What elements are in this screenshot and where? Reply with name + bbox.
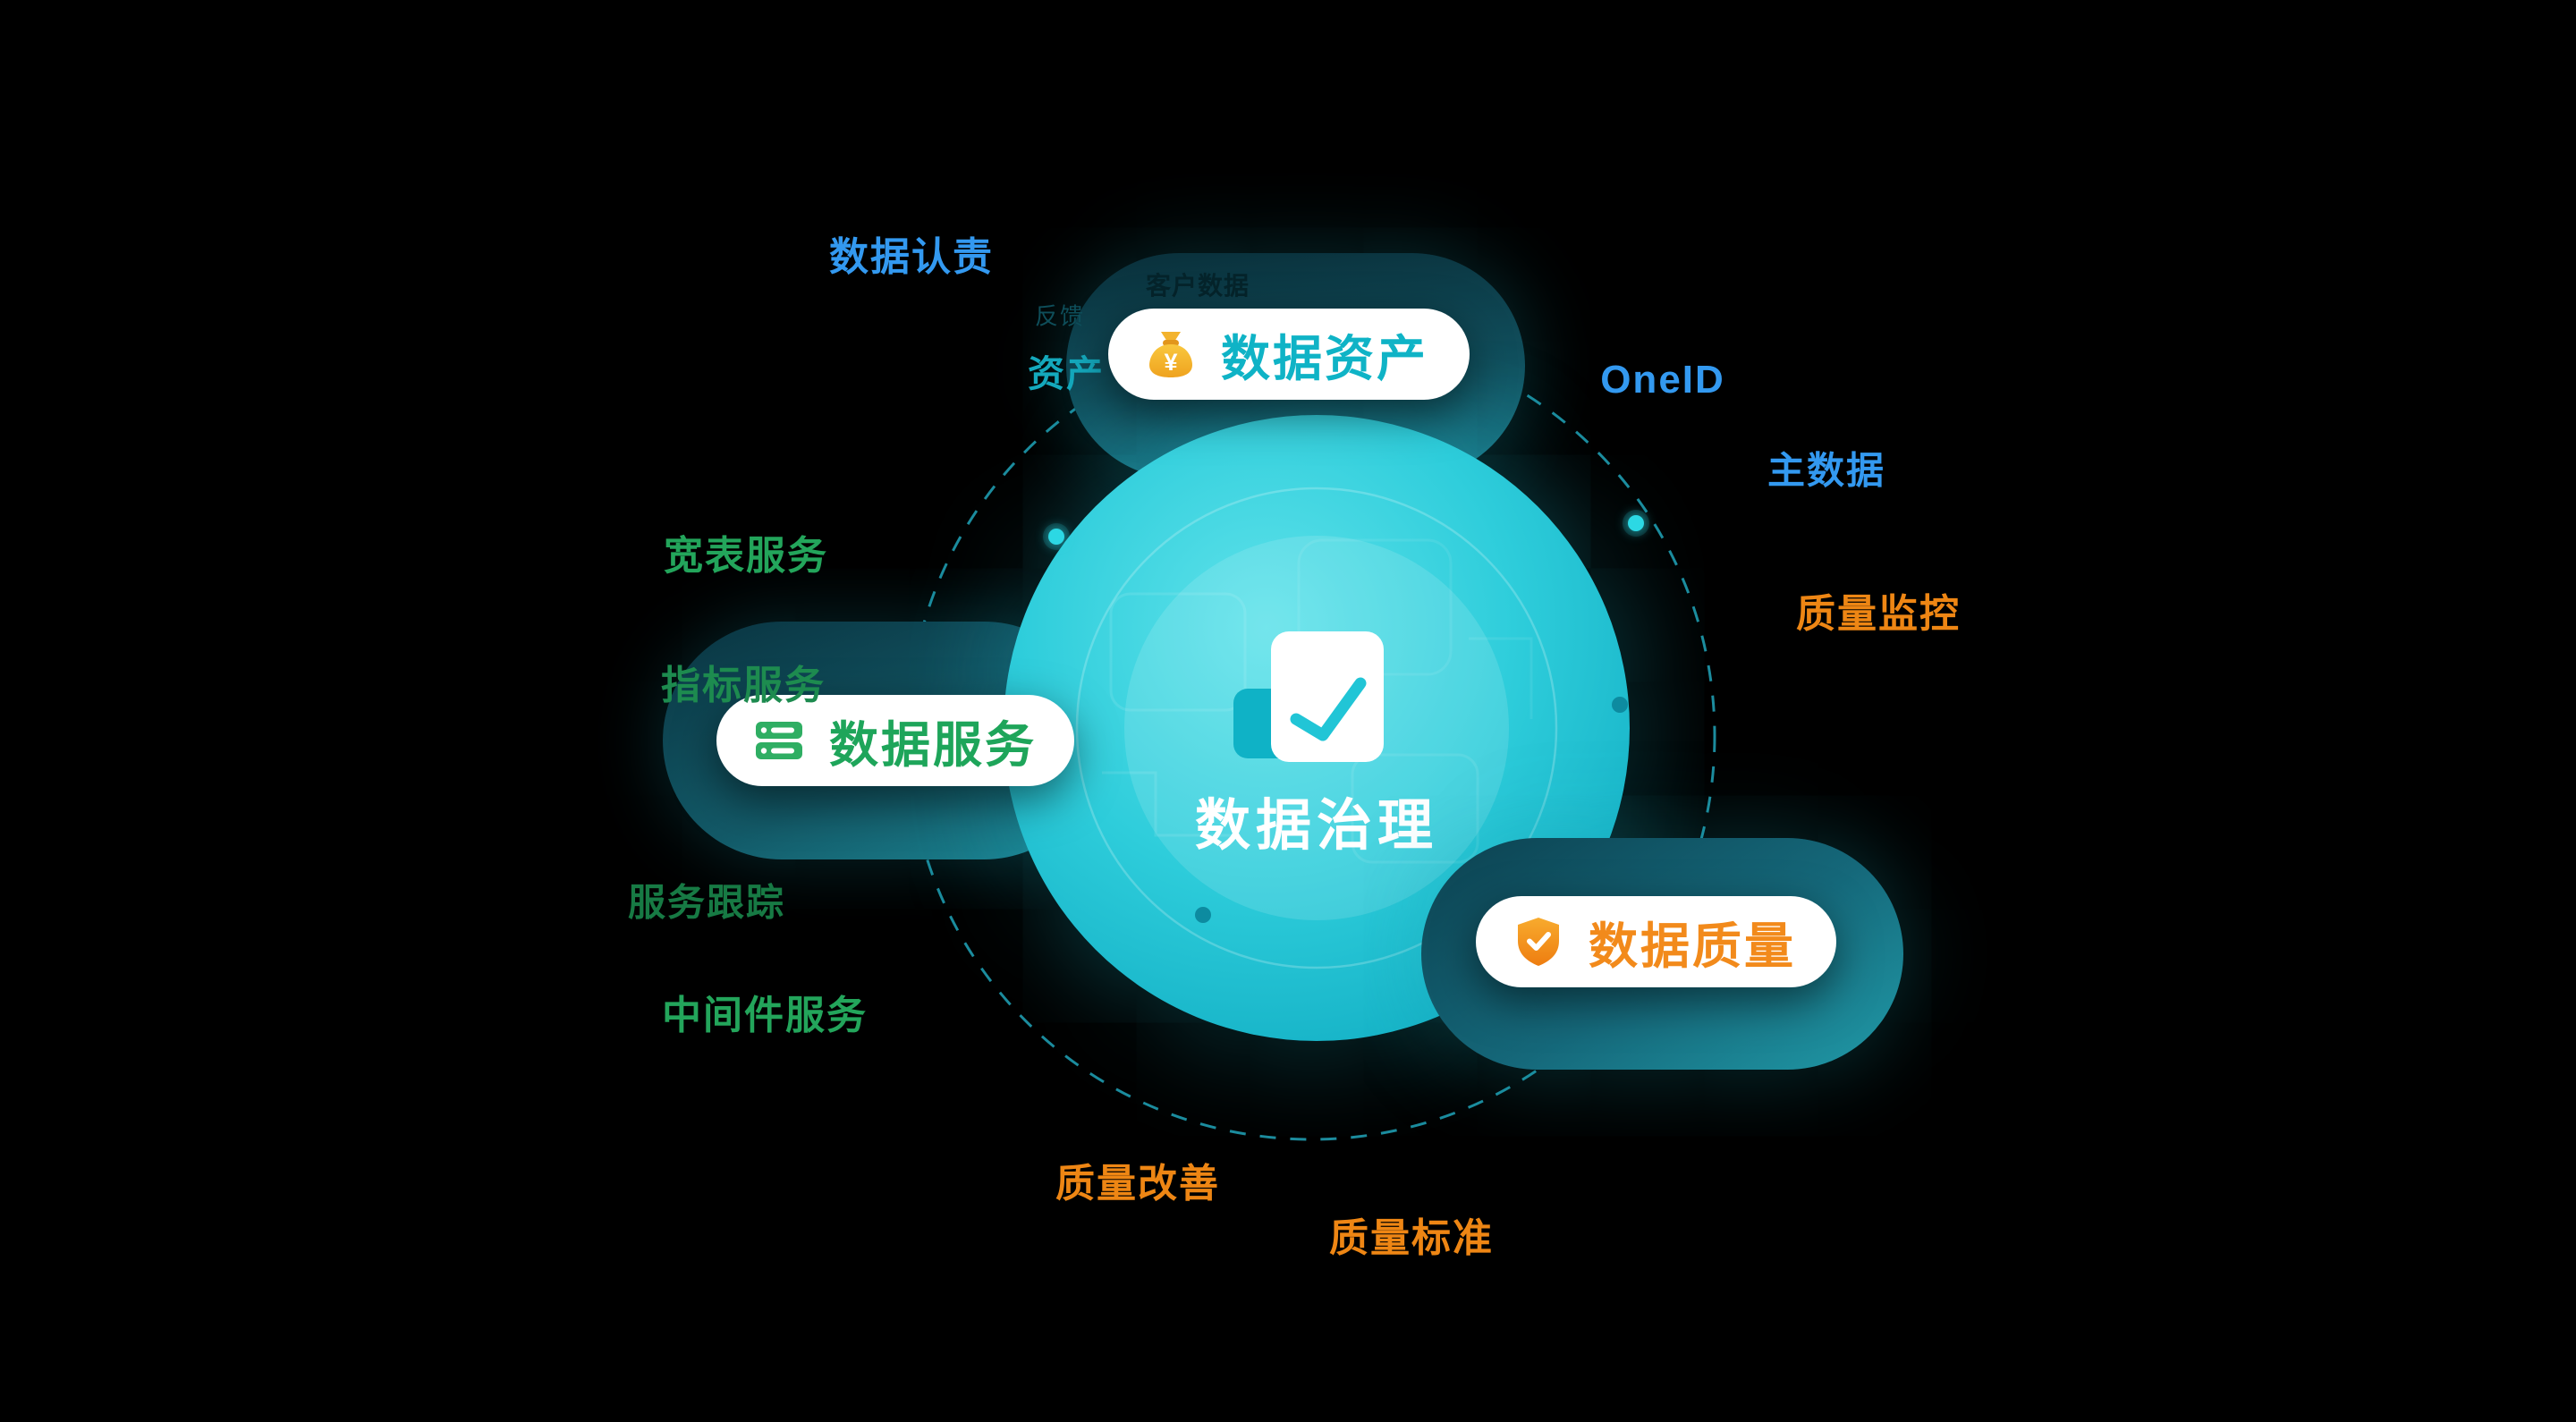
label-quality-standard: 质量标准 <box>1329 1216 1494 1260</box>
label-service-tracking: 服务跟踪 <box>627 881 786 924</box>
label-data-accountability: 数据认责 <box>829 235 994 279</box>
label-quality-improvement: 质量改善 <box>1055 1162 1220 1206</box>
server-stack-icon <box>750 712 808 769</box>
money-bag-icon: ¥ <box>1142 326 1199 383</box>
data-service-card: 数据服务 <box>716 695 1074 786</box>
svg-text:¥: ¥ <box>1164 349 1177 376</box>
label-feedback: 反馈 <box>1034 302 1086 330</box>
data-quality-label: 数据质量 <box>1589 918 1797 974</box>
data-quality-card: 数据质量 <box>1476 896 1836 987</box>
label-oneid: OneID <box>1600 358 1725 402</box>
label-customer-data: 客户数据 <box>1145 272 1250 300</box>
data-asset-label: 数据资产 <box>1221 331 1429 386</box>
node-dot <box>1612 697 1628 713</box>
data-service-label: 数据服务 <box>829 717 1038 773</box>
label-indicator-service: 指标服务 <box>661 664 826 707</box>
page-title: 数据治理 <box>1194 795 1439 857</box>
node-dot <box>1195 907 1211 923</box>
document-trend-icon <box>1214 619 1419 789</box>
label-asset: 资产 <box>1028 353 1105 394</box>
label-master-data: 主数据 <box>1767 449 1886 492</box>
shield-check-icon <box>1510 913 1567 970</box>
label-middleware-service: 中间件服务 <box>662 994 868 1037</box>
data-asset-card: ¥ 数据资产 <box>1108 309 1470 400</box>
node-dot <box>1048 529 1064 545</box>
label-wide-table-service: 宽表服务 <box>664 534 828 578</box>
node-dot <box>1628 515 1644 531</box>
label-quality-monitoring: 质量监控 <box>1796 592 1961 636</box>
